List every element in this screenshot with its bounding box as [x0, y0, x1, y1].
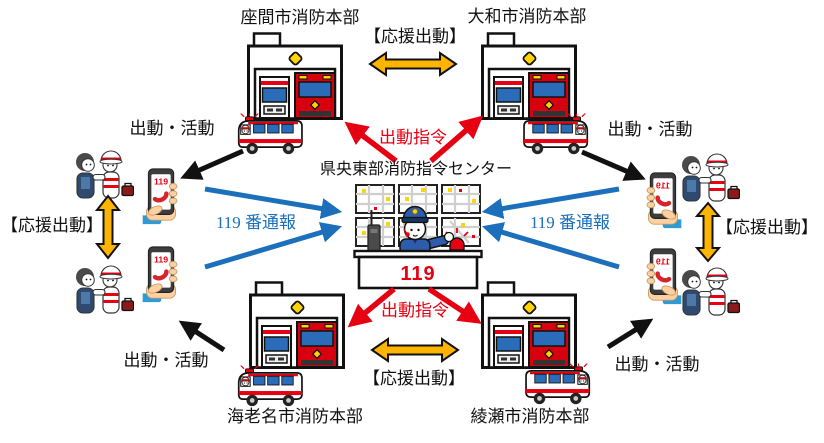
dispatch-activity-label-top-left: 出動・活動	[129, 119, 215, 138]
support-dispatch-label-left: 【応援出動】	[1, 216, 103, 235]
support-dispatch-label-right: 【応援出動】	[716, 218, 818, 237]
support-arrow-left	[94, 194, 122, 260]
map-screen	[441, 184, 481, 214]
cap-emblem-icon	[412, 208, 418, 215]
alarm-beacon-icon	[445, 228, 469, 251]
dispatch-desk: 119	[353, 249, 483, 290]
tie	[413, 240, 417, 244]
call-arrow-right-upper	[481, 186, 620, 219]
map-screen	[355, 184, 395, 214]
dispatch-order-label-top: 出動指令	[379, 128, 447, 147]
station-label-yamato: 大和市消防本部	[467, 7, 587, 26]
dispatch-order-arrow-bottom-right	[427, 286, 482, 324]
station-label-zama: 座間市消防本部	[240, 8, 360, 27]
support-dispatch-label-bottom: 【応援出動】	[363, 369, 465, 388]
activity-arrow-bottom-left	[178, 320, 226, 353]
dispatch-activity-label-bottom-right: 出動・活動	[614, 355, 700, 374]
station-label-ebina: 海老名市消防本部	[227, 407, 363, 426]
call-119-label-right: 119 番通報	[529, 213, 611, 232]
dispatch-order-arrow-top-right	[429, 115, 484, 164]
hand	[443, 231, 455, 243]
support-arrow-right	[694, 201, 722, 263]
command-center-console: 119	[353, 183, 483, 295]
dispatch-activity-label-top-right: 出動・活動	[607, 120, 693, 139]
dispatcher	[399, 205, 455, 255]
command-center-title: 県央東部消防指令センター	[319, 161, 513, 178]
dispatch-order-arrow-bottom-left	[347, 286, 396, 328]
dispatch-order-arrow-top-left	[344, 121, 398, 164]
support-arrow-top	[368, 51, 458, 77]
call-arrow-left-upper	[204, 186, 343, 219]
support-dispatch-label-top: 【応援出動】	[364, 27, 466, 46]
activity-arrow-top-right	[581, 149, 646, 181]
dispatch-order-label-bottom: 出動指令	[381, 301, 449, 320]
call-arrow-right-lower	[481, 222, 620, 270]
call-119-label-left: 119 番通報	[215, 213, 297, 232]
activity-arrow-top-left	[180, 148, 245, 180]
headset-mic-icon	[405, 232, 410, 237]
support-arrow-bottom	[370, 337, 460, 363]
desk-119-text: 119	[400, 263, 435, 285]
activity-arrow-bottom-right	[606, 318, 654, 350]
station-label-ayase: 綾瀬市消防本部	[470, 407, 590, 426]
dispatch-activity-label-bottom-left: 出動・活動	[123, 351, 209, 370]
call-arrow-left-lower	[204, 222, 343, 270]
